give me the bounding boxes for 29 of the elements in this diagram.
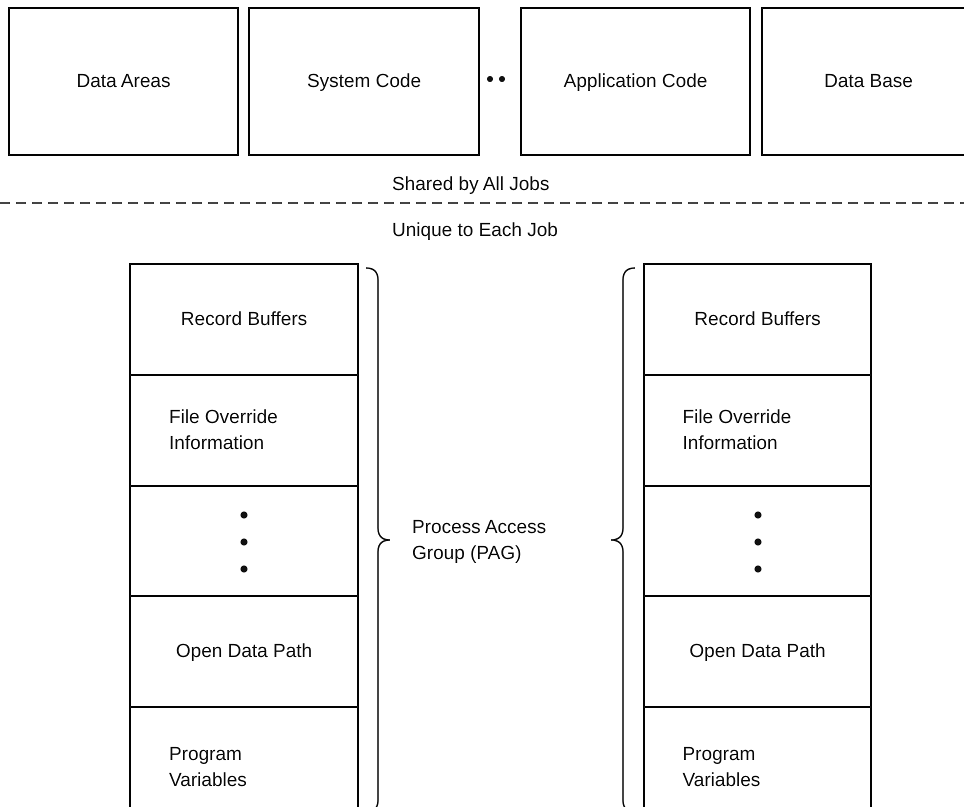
- memory-box: [643, 263, 872, 376]
- memory-box: [8, 7, 239, 156]
- memory-box: [129, 706, 359, 807]
- box-label: Open Data Path: [176, 640, 312, 664]
- shared-caption: Shared by All Jobs: [392, 173, 550, 197]
- box-label: File Override Information: [169, 406, 279, 456]
- memory-box: [129, 374, 359, 487]
- memory-box: [129, 263, 359, 376]
- box-label: Record Buffers: [694, 308, 821, 332]
- box-label: File Override Information: [682, 406, 792, 456]
- box-label: Data Areas: [76, 70, 170, 94]
- box-label: Program Variables: [682, 742, 762, 792]
- group-label: Process Access Group (PAG): [412, 516, 548, 566]
- box-label: Open Data Path: [689, 640, 826, 664]
- memory-box: [761, 7, 964, 156]
- box-label: Application Code: [564, 70, 708, 94]
- memory-box: [129, 595, 359, 708]
- memory-box: [643, 374, 872, 487]
- box-label: Record Buffers: [180, 308, 308, 332]
- ellipsis-box: [643, 485, 872, 598]
- box-label: Program Variables: [169, 742, 248, 792]
- memory-box: [643, 595, 872, 708]
- memory-box: [248, 7, 480, 156]
- box-label: Data Base: [824, 70, 913, 94]
- ellipsis-box: [129, 485, 359, 598]
- box-label: System Code: [306, 70, 422, 94]
- memory-box: [643, 706, 872, 807]
- memory-box: [520, 7, 751, 156]
- unique-caption: Unique to Each Job: [392, 219, 558, 243]
